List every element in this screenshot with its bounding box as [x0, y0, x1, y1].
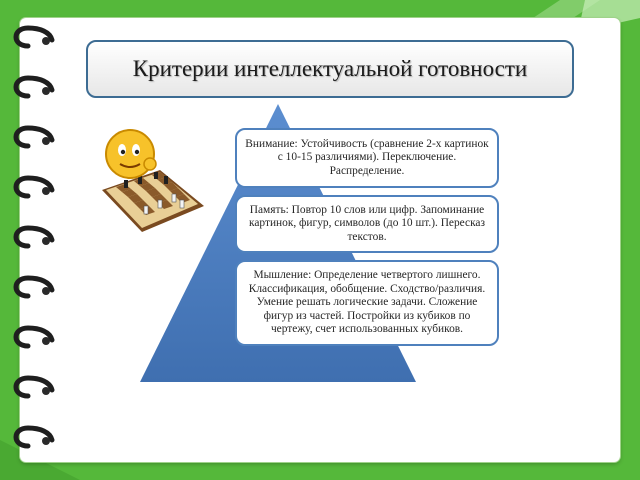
- criteria-text-attention: Внимание: Устойчивость (сравнение 2-х ка…: [245, 137, 489, 177]
- criteria-text-thinking: Мышление: Определение четвертого лишнего…: [248, 269, 486, 336]
- binder-ring-icon: [13, 125, 55, 149]
- binder-ring-icon: [13, 225, 55, 249]
- slide-title: Критерии интеллектуальной готовности: [132, 56, 528, 81]
- binder-ring-icon: [13, 175, 55, 199]
- criteria-box-attention: Внимание: Устойчивость (сравнение 2-х ка…: [235, 128, 499, 188]
- criteria-box-memory: Память: Повтор 10 слов или цифр. Запомин…: [235, 195, 499, 253]
- title-box: Критерии интеллектуальной готовности: [86, 40, 574, 98]
- binder-ring-icon: [13, 325, 55, 349]
- binder-ring-icon: [13, 25, 55, 49]
- binder-ring-icon: [13, 75, 55, 99]
- criteria-text-memory: Память: Повтор 10 слов или цифр. Запомин…: [249, 203, 485, 243]
- binder-ring-icon: [13, 275, 55, 299]
- emoji-playing-chess-icon: [102, 129, 204, 232]
- binder-ring-icon: [13, 375, 55, 399]
- criteria-box-thinking: Мышление: Определение четвертого лишнего…: [235, 260, 499, 346]
- binder-ring-icon: [13, 425, 55, 449]
